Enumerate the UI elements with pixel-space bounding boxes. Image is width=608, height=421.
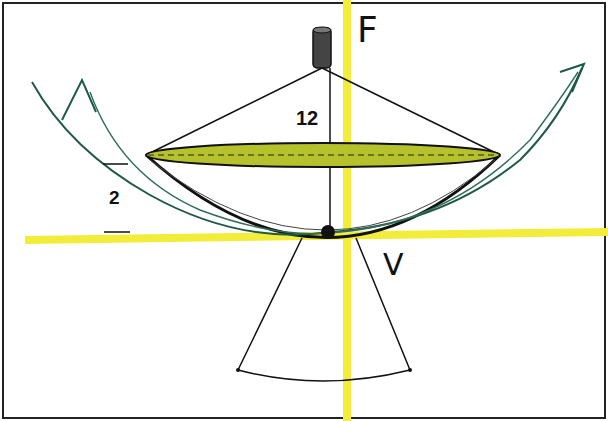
dish-rim	[146, 143, 500, 167]
dimension-label: 2	[109, 188, 120, 207]
focus-label: F	[357, 12, 378, 48]
support-line	[146, 68, 322, 155]
vertex-dot	[321, 225, 335, 239]
dimension-tick	[103, 163, 128, 165]
vertex-label: V	[383, 250, 404, 280]
y-axis	[343, 0, 351, 421]
feed-horn	[313, 28, 331, 68]
support-line	[322, 68, 500, 155]
stand	[238, 238, 410, 381]
dimension-label: 12	[296, 108, 318, 128]
feed-horn-top	[313, 27, 331, 33]
rim-diameter	[148, 154, 498, 155]
stand-point	[236, 368, 240, 372]
arrowhead	[62, 64, 584, 120]
frame	[3, 3, 605, 418]
parabola-sketch	[90, 72, 578, 234]
dimension-tick	[104, 231, 130, 233]
stand-point	[408, 368, 412, 372]
parabola-sketch	[32, 68, 582, 235]
